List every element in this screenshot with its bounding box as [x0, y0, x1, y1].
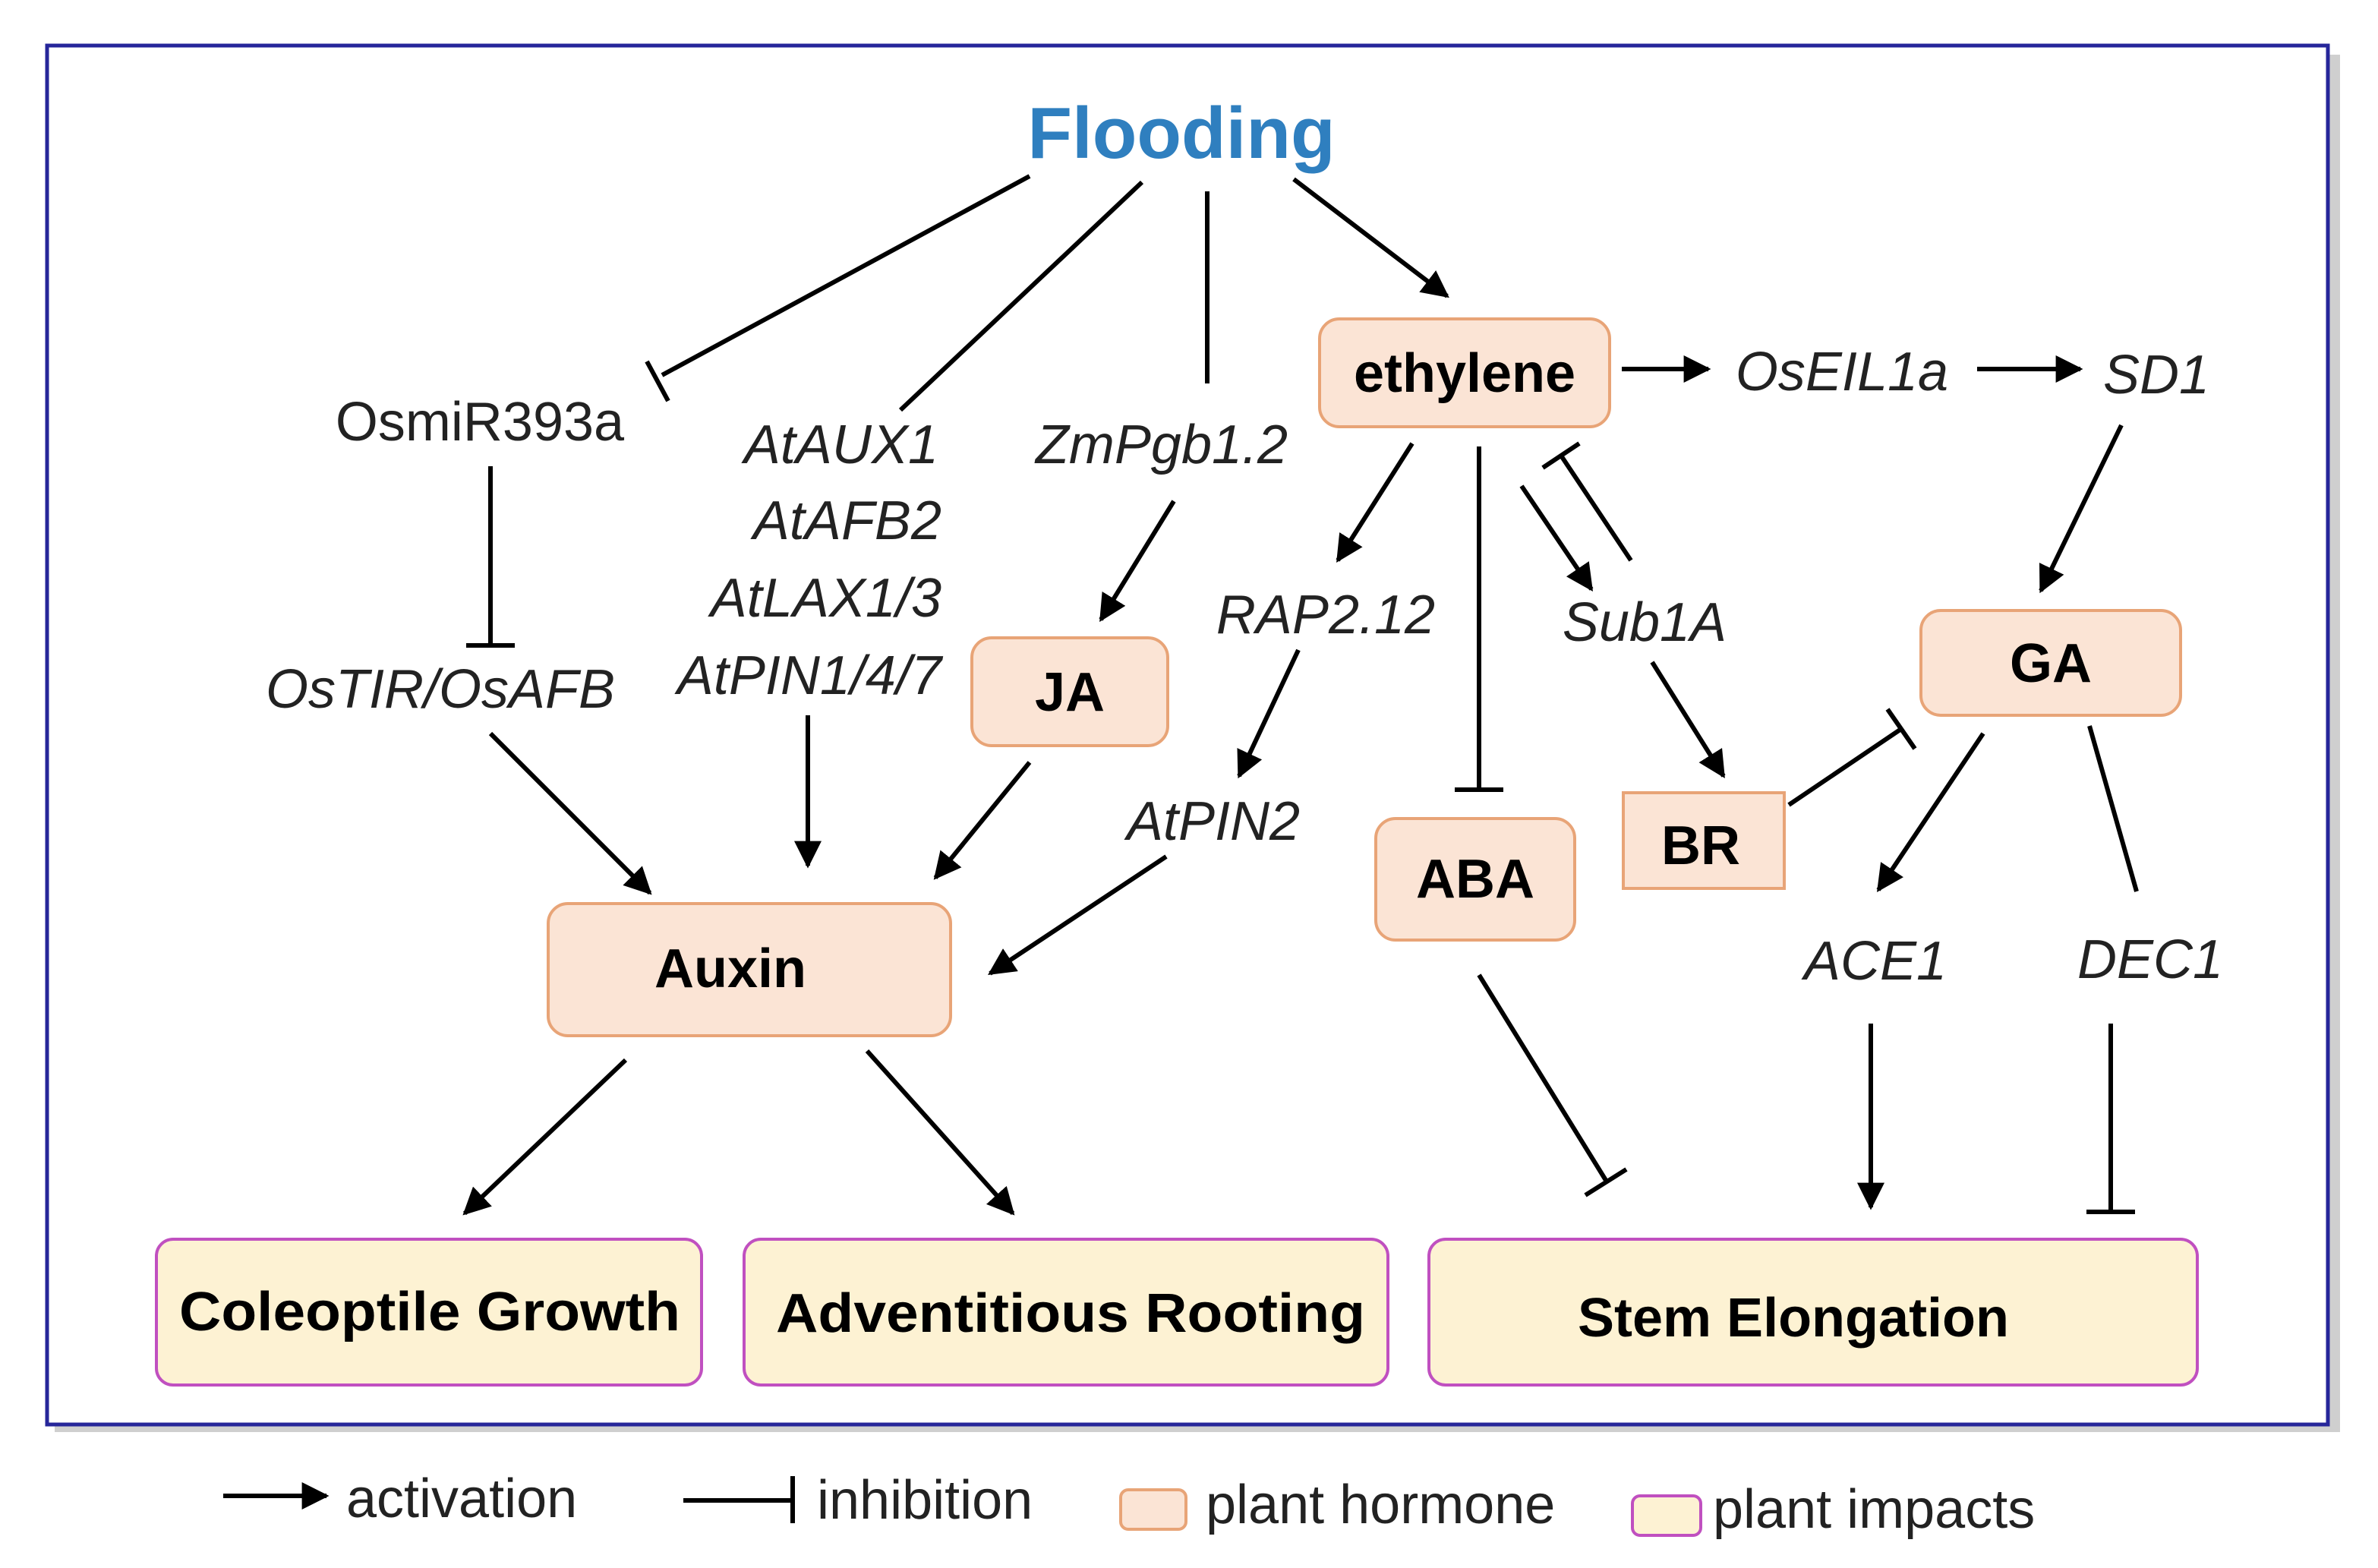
edge-ja-auxin: [933, 761, 1032, 880]
impact-adventitious-rooting: Adventitious Rooting: [743, 1238, 1389, 1387]
gene-atafb2: AtAFB2: [750, 491, 941, 551]
edge-ostir-auxin: [488, 731, 652, 895]
edge-flooding-ethylene: [1292, 177, 1449, 298]
edge-sub1a-ethylene: [1559, 454, 1633, 562]
edge-ga-dec1: [2087, 725, 2139, 892]
edge-auxin-coleoptile: [462, 1058, 628, 1216]
title-flooding: Flooding: [1027, 93, 1335, 174]
edge-flooding-osmir393a-bar: [645, 360, 670, 402]
legend-activation-label: activation: [346, 1469, 577, 1529]
impact-rooting-box: [743, 1238, 1389, 1387]
edges: [462, 174, 2139, 1216]
edge-aba-stem: [1477, 973, 1609, 1183]
edge-ethylene-sub1a: [1519, 484, 1594, 592]
hormone-ga: GA: [1919, 609, 2182, 717]
impact-nodes: Coleoptile Growth Adventitious Rooting S…: [155, 1238, 2199, 1387]
impact-stem-box: [1427, 1238, 2199, 1387]
edge-aba-stem-bar: [1584, 1167, 1628, 1197]
impact-stem-label: Stem Elongation: [1578, 1288, 2009, 1349]
gene-zmpgb12: ZmPgb1.2: [1034, 415, 1288, 475]
hormone-auxin-box: [547, 902, 952, 1037]
impact-rooting-label: Adventitious Rooting: [776, 1283, 1365, 1344]
hormone-aba-label: ABA: [1416, 849, 1534, 910]
gene-rap212: RAP2.12: [1216, 585, 1435, 645]
legend: activation inhibition plant hormone plan…: [223, 1469, 2035, 1540]
edge-sub1a-br: [1650, 661, 1726, 779]
impact-coleoptile-box: [155, 1238, 703, 1387]
gene-labels: OsmiR393a OsTIR/OsAFB AtAUX1 AtAFB2 AtLA…: [266, 342, 2223, 992]
hormone-auxin-label: Auxin: [654, 939, 806, 999]
legend-inhibition-label: inhibition: [817, 1470, 1033, 1531]
hormone-ga-label: GA: [2010, 633, 2092, 694]
edge-atpin2-auxin: [988, 854, 1168, 976]
hormone-aba: ABA: [1374, 817, 1576, 942]
edge-ga-ace1: [1876, 732, 1985, 892]
gene-ace1: ACE1: [1801, 931, 1947, 992]
legend-impact-label: plant impacts: [1713, 1479, 2035, 1540]
edge-ethylene-rap212: [1336, 442, 1414, 563]
edge-rap212-atpin2: [1237, 648, 1301, 779]
gene-atpin2: AtPIN2: [1124, 791, 1300, 852]
gene-sub1a: Sub1A: [1563, 592, 1727, 653]
impact-coleoptile-label: Coleoptile Growth: [179, 1282, 680, 1342]
hormone-ja-box: [970, 636, 1169, 747]
gene-atpin147: AtPIN1/4/7: [674, 645, 944, 706]
hormone-aba-box: [1374, 817, 1576, 942]
edge-auxin-rooting: [865, 1049, 1015, 1216]
hormone-auxin: Auxin: [547, 902, 952, 1037]
hormone-nodes: ethylene JA Auxin ABA BR GA: [547, 317, 2182, 1037]
edge-sub1a-ethylene-bar: [1541, 441, 1581, 470]
hormone-ja-label: JA: [1035, 662, 1105, 723]
hormone-ja: JA: [970, 636, 1169, 747]
hormone-br: BR: [1622, 791, 1786, 890]
impact-stem-elongation: Stem Elongation: [1427, 1238, 2199, 1387]
edge-br-ga: [1787, 727, 1903, 807]
hormone-ethylene: ethylene: [1318, 317, 1611, 428]
gene-osmir393a: OsmiR393a: [336, 392, 625, 453]
legend-hormone-swatch: [1119, 1488, 1187, 1531]
gene-ataux1: AtAUX1: [741, 415, 938, 475]
gene-dec1: DEC1: [2077, 929, 2223, 990]
legend-hormone-label: plant hormone: [1206, 1475, 1555, 1535]
edge-flooding-ataux1: [898, 180, 1144, 412]
diagram-frame: [45, 43, 2330, 1427]
hormone-ethylene-box: [1318, 317, 1611, 428]
gene-oseil1a: OsEIL1a: [1736, 342, 1948, 402]
edge-zmpgb-ja: [1099, 500, 1176, 623]
hormone-ethylene-label: ethylene: [1354, 343, 1575, 404]
hormone-br-box: [1622, 791, 1786, 890]
hormone-br-label: BR: [1661, 816, 1740, 876]
legend-impact-swatch: [1631, 1494, 1702, 1537]
hormone-ga-box: [1919, 609, 2182, 717]
gene-sd1: SD1: [2103, 345, 2209, 405]
impact-coleoptile-growth: Coleoptile Growth: [155, 1238, 703, 1387]
edge-sd1-ga: [2039, 424, 2124, 594]
edge-flooding-osmir393a: [661, 174, 1031, 377]
gene-ostir-osafb: OsTIR/OsAFB: [266, 659, 615, 720]
gene-atlax13: AtLAX1/3: [708, 568, 941, 629]
edge-br-ga-bar: [1885, 708, 1917, 750]
